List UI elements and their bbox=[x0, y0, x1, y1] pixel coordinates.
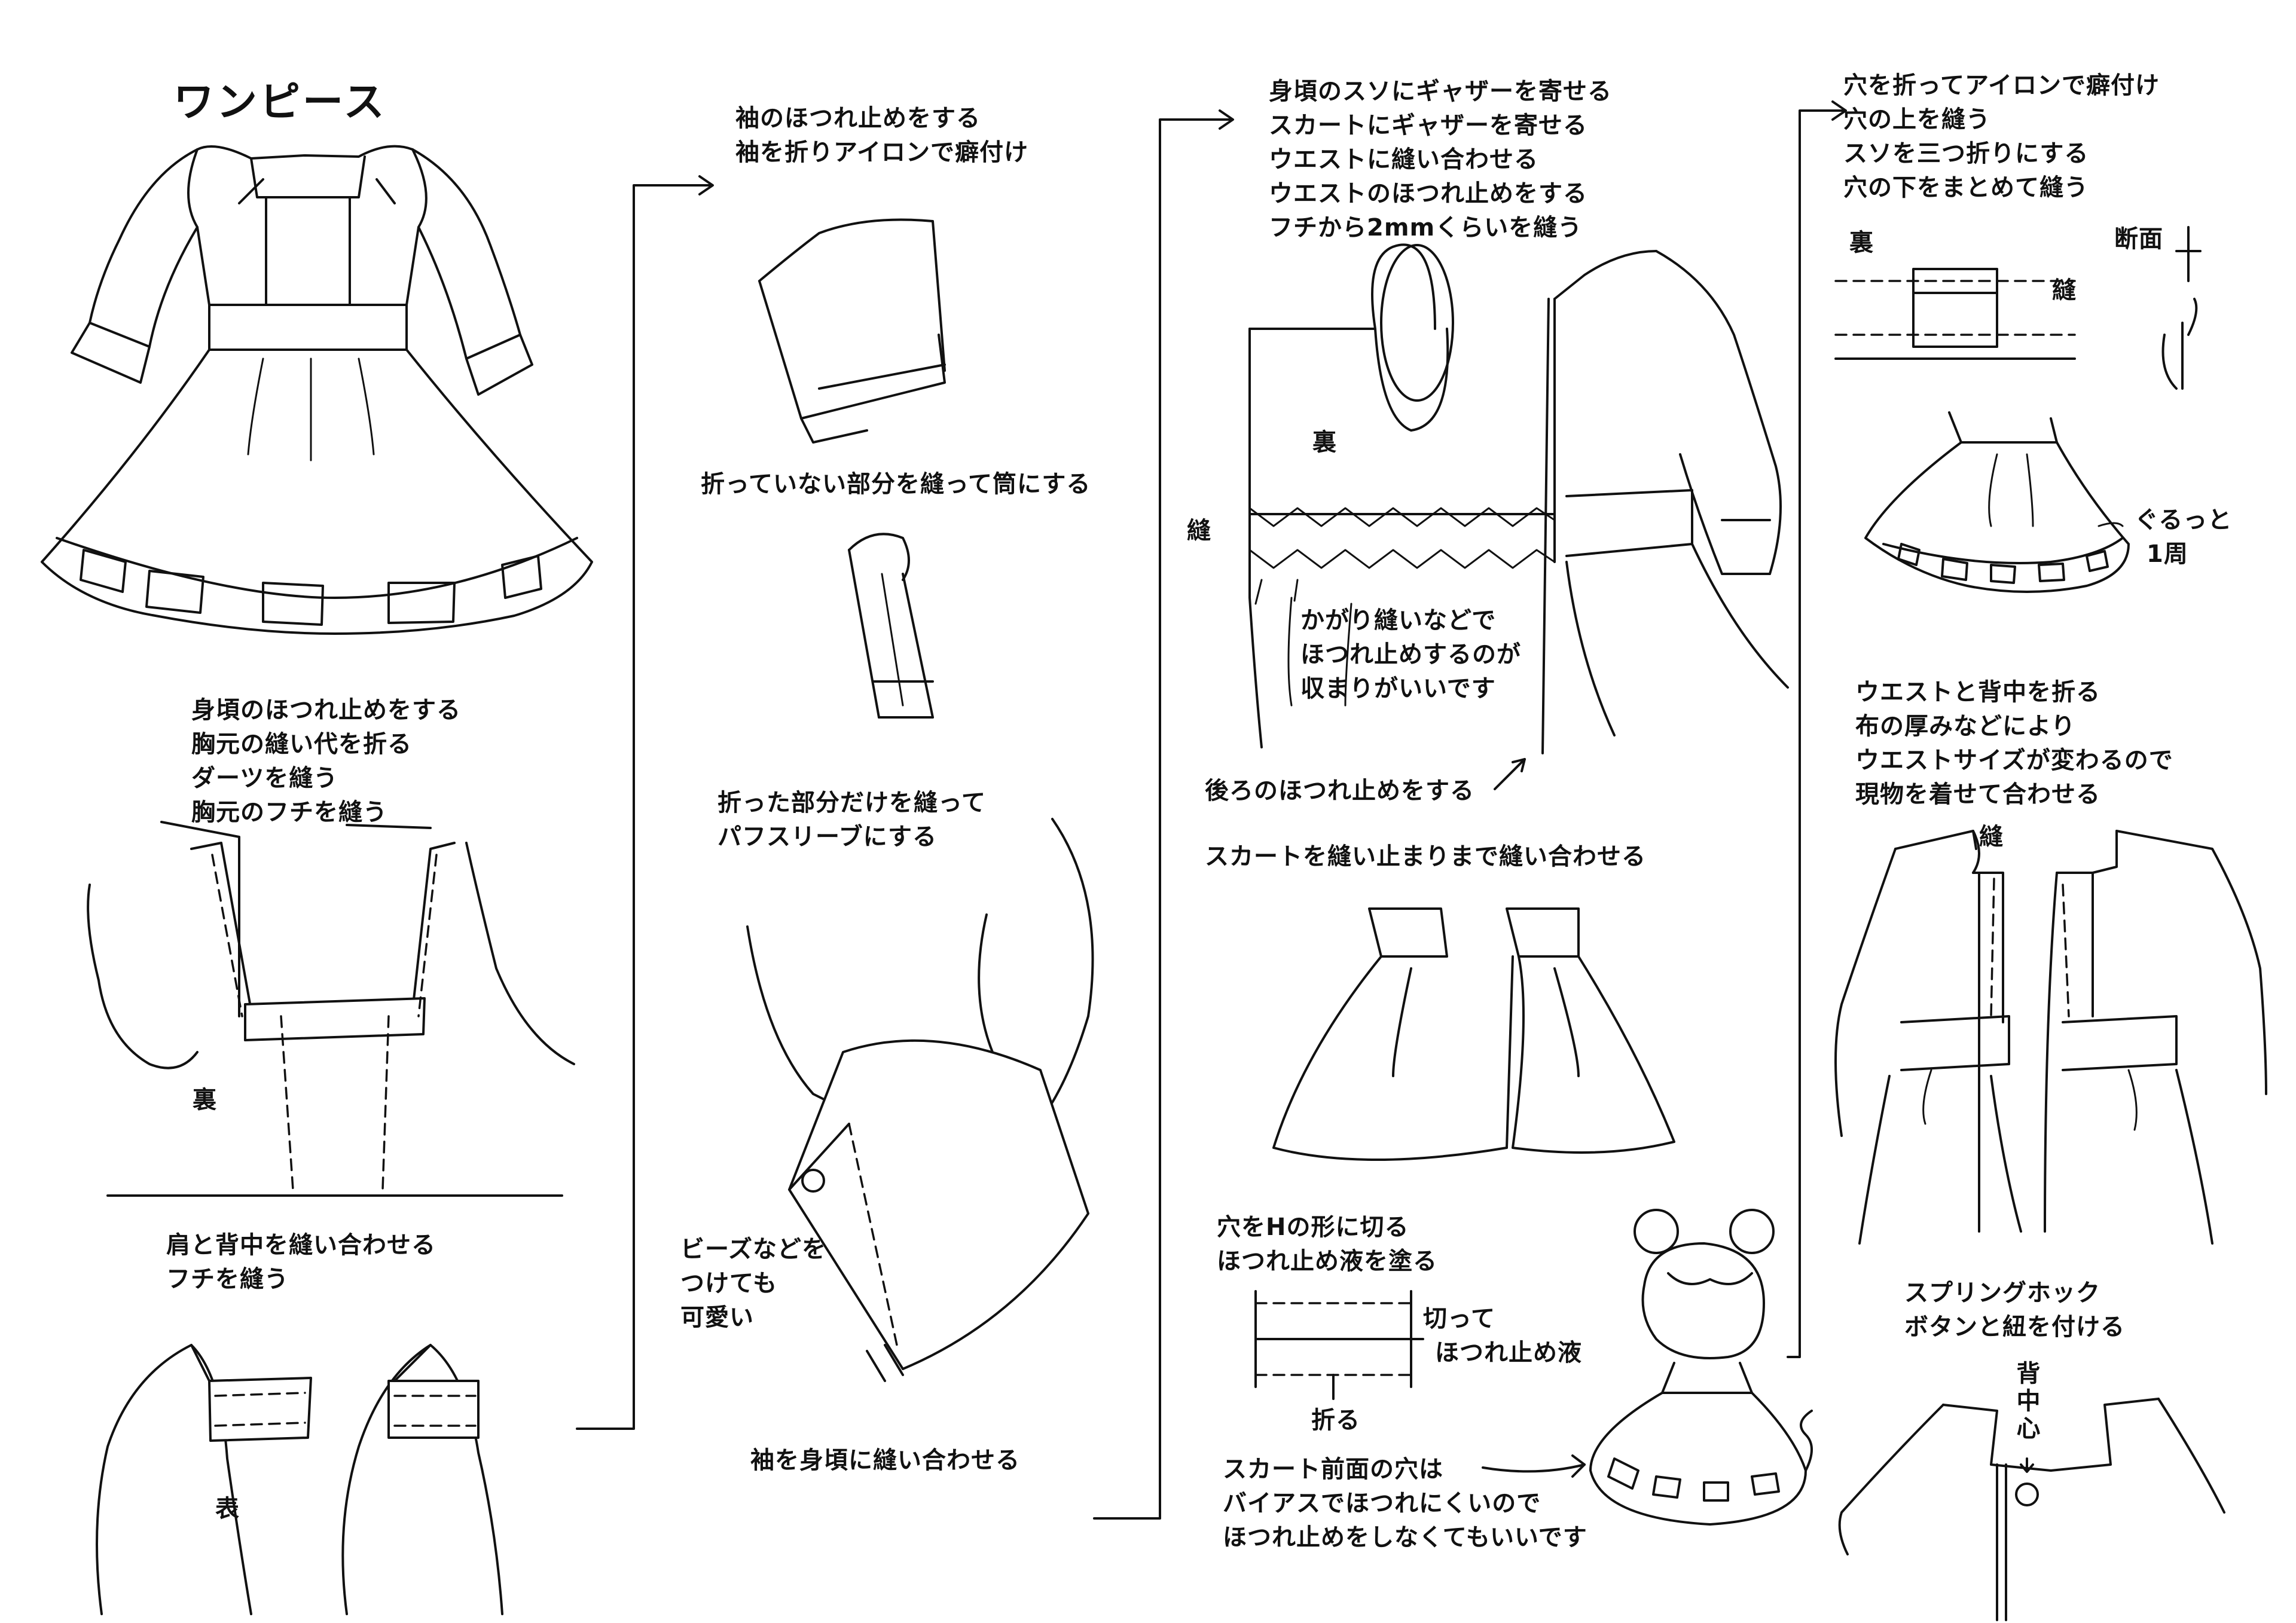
bead-note-1: ビーズなどを bbox=[680, 1236, 826, 1263]
sleeve-step-1: 袖のほつれ止めをする bbox=[735, 105, 981, 132]
puff-sleeve-drawing bbox=[746, 818, 1094, 1382]
hem-step-4: 穴の下をまとめて縫う bbox=[1843, 174, 2089, 201]
bodice-back-drawing bbox=[96, 1344, 503, 1615]
gathered-ura-label: 裏 bbox=[1312, 429, 1337, 456]
waist-back-drawing bbox=[1834, 830, 2267, 1245]
hem-step-3: スソを三つ折りにする bbox=[1843, 140, 2089, 167]
bias-note-1: スカート前面の穴は bbox=[1223, 1456, 1443, 1483]
gather-step-1: 身頃のスソにギャザーを寄せる bbox=[1269, 78, 1612, 105]
skirt-step: スカートを縫い止まりまで縫い合わせる bbox=[1205, 843, 1646, 870]
around-note-1: ぐるっと bbox=[2135, 506, 2233, 534]
waist-step-1: ウエストと背中を折る bbox=[1855, 678, 2100, 706]
bead-note-3: 可愛い bbox=[680, 1304, 754, 1331]
back-center-label: 背中心 bbox=[2016, 1360, 2041, 1442]
bodice-step-4: 胸元のフチを縫う bbox=[191, 799, 387, 826]
page-title: ワンピース bbox=[173, 79, 387, 126]
back-step: 後ろのほつれ止めをする bbox=[1205, 777, 1474, 805]
mouse-doll-drawing bbox=[1589, 1209, 1813, 1526]
bodice-front-drawing bbox=[87, 821, 575, 1197]
cut-note-1: 切って bbox=[1423, 1305, 1495, 1332]
bodice-step-2: 胸元の縫い代を折る bbox=[191, 730, 412, 758]
hook-step-1: スプリングホック bbox=[1904, 1279, 2100, 1307]
hem-step-2: 穴の上を縫う bbox=[1843, 106, 1990, 133]
fold-ura-label: 裏 bbox=[1849, 229, 1874, 256]
section-label: 断面 bbox=[2114, 225, 2163, 253]
dress-illustration bbox=[41, 145, 593, 635]
gather-step-4: ウエストのほつれ止めをする bbox=[1269, 180, 1587, 207]
puff-step-1: 折った部分だけを縫って bbox=[718, 789, 986, 817]
gathered-nui-label: 縫 bbox=[1187, 517, 1211, 545]
attach-step: 袖を身頃に縫い合わせる bbox=[750, 1447, 1020, 1474]
gathered-bodice-drawing bbox=[1248, 243, 1789, 754]
gather-step-3: ウエストに縫い合わせる bbox=[1269, 146, 1538, 173]
bead-note-2: つけても bbox=[680, 1270, 777, 1297]
shoulder-step-1: 肩と背中を縫い合わせる bbox=[166, 1231, 436, 1259]
back-hook-drawing bbox=[1838, 1398, 2225, 1621]
bodice-step-1: 身頃のほつれ止めをする bbox=[191, 696, 461, 724]
hole-step-2: ほつれ止め液を塗る bbox=[1217, 1248, 1437, 1275]
bodice-ura-label: 裏 bbox=[193, 1086, 217, 1114]
back-nui-label: 縫 bbox=[1979, 823, 2004, 851]
puff-step-2: パフスリーブにする bbox=[718, 823, 937, 851]
omote-label: 表 bbox=[215, 1495, 240, 1523]
fold-section-drawing bbox=[1834, 226, 2202, 390]
hook-step-2: ボタンと紐を付ける bbox=[1904, 1313, 2125, 1341]
kagari-note-3: 収まりがいいです bbox=[1300, 675, 1496, 702]
sleeve-step-2: 袖を折りアイロンで癖付け bbox=[735, 139, 1028, 166]
fold-label: 折る bbox=[1311, 1407, 1360, 1434]
tube-step: 折っていない部分を縫って筒にする bbox=[701, 470, 1091, 498]
waist-step-3: ウエストサイズが変わるので bbox=[1855, 747, 2173, 774]
waist-step-2: 布の厚みなどにより bbox=[1855, 713, 2076, 740]
gather-step-2: スカートにギャザーを寄せる bbox=[1269, 112, 1587, 139]
cut-note-2: ほつれ止め液 bbox=[1435, 1339, 1582, 1367]
sleeve-fold-drawing bbox=[758, 218, 946, 444]
shoulder-step-2: フチを縫う bbox=[166, 1266, 289, 1293]
bias-note-2: バイアスでほつれにくいので bbox=[1223, 1490, 1541, 1517]
kagari-note-1: かがり縫いなどで bbox=[1300, 607, 1497, 634]
skirt-sewn-drawing bbox=[1272, 907, 1675, 1161]
flow-connectors bbox=[576, 100, 1977, 1520]
bodice-step-3: ダーツを縫う bbox=[191, 765, 338, 792]
hole-cut-diagram bbox=[1254, 1290, 1424, 1400]
kagari-note-2: ほつれ止めするのが bbox=[1300, 641, 1521, 668]
note-arrows bbox=[1482, 758, 1586, 1478]
around-note-2: 1周 bbox=[2147, 540, 2188, 568]
bias-note-3: ほつれ止めをしなくてもいいです bbox=[1223, 1524, 1587, 1551]
gather-step-5: フチから2mmくらいを縫う bbox=[1269, 214, 1583, 242]
waist-step-4: 現物を着せて合わせる bbox=[1855, 781, 2100, 808]
sleeve-tube-drawing bbox=[848, 533, 934, 719]
hem-skirt-drawing bbox=[1864, 411, 2130, 593]
hem-step-1: 穴を折ってアイロンで癖付け bbox=[1843, 72, 2160, 99]
fold-nui-label: 縫 bbox=[2052, 277, 2077, 304]
hole-step-1: 穴をHの形に切る bbox=[1217, 1214, 1409, 1241]
